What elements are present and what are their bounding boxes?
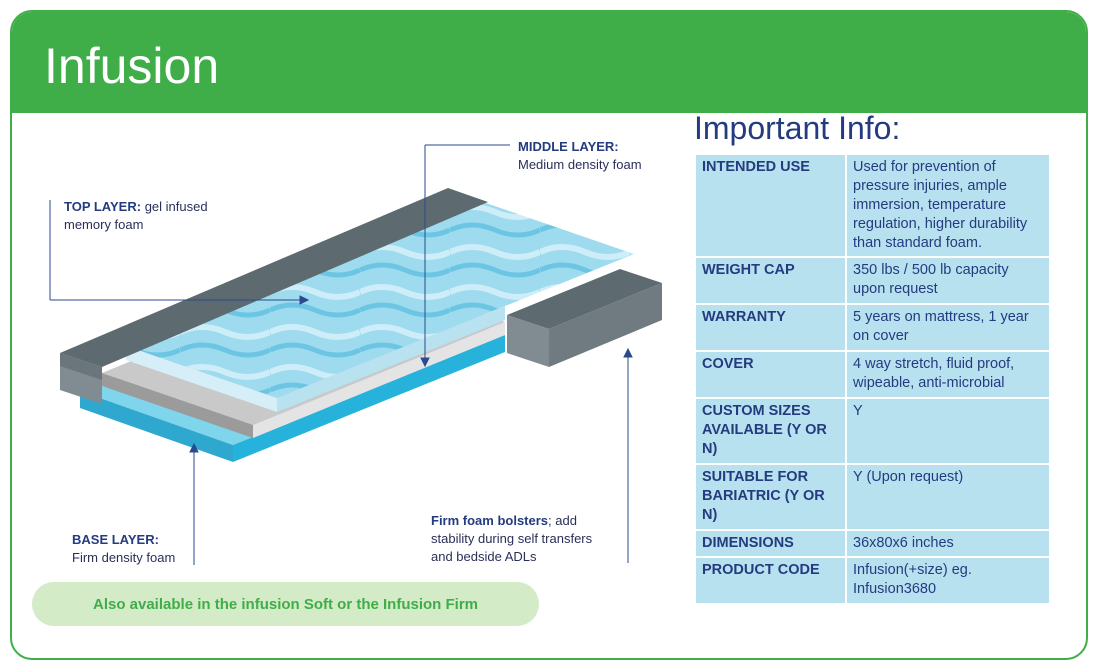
back-bolster-top [60,188,488,367]
left-bolster-side [60,353,102,380]
base-layer-label: BASE LAYER: Firm density foam [72,531,222,567]
base-layer-name: BASE LAYER: [72,532,159,547]
table-row: PRODUCT CODE Infusion(+size) eg. Infusio… [696,558,1049,603]
row-value: 36x80x6 inches [847,531,1049,556]
table-row: INTENDED USE Used for prevention of pres… [696,155,1049,256]
row-value: Infusion(+size) eg. Infusion3680 [847,558,1049,603]
middle-layer-name: MIDDLE LAYER: [518,139,619,154]
row-key: DIMENSIONS [696,531,845,556]
top-layer-label: TOP LAYER: gel infused memory foam [64,198,234,234]
row-key: CUSTOM SIZES AVAILABLE (Y OR N) [696,399,845,463]
row-key: COVER [696,352,845,397]
table-row: SUITABLE FOR BARIATRIC (Y OR N) Y (Upon … [696,465,1049,529]
top-layer-arrow [299,295,310,305]
middle-layer-desc: Medium density foam [518,157,642,172]
bolster-arrow [623,347,633,358]
middle-layer-arrow [420,357,430,368]
row-value: Used for prevention of pressure injuries… [847,155,1049,256]
row-value: 5 years on mattress, 1 year on cover [847,305,1049,350]
header-bar: Infusion [12,12,1086,113]
base-layer-front [80,391,233,462]
info-title: Important Info: [694,110,901,146]
row-key: WEIGHT CAP [696,258,845,303]
table-row: WARRANTY 5 years on mattress, 1 year on … [696,305,1049,350]
row-value: 350 lbs / 500 lb capacity upon request [847,258,1049,303]
row-value: Y (Upon request) [847,465,1049,529]
base-layer-arrow [189,442,199,453]
row-value: Y [847,399,1049,463]
row-key: INTENDED USE [696,155,845,256]
info-table: INTENDED USE Used for prevention of pres… [694,153,1051,605]
bolster-label: Firm foam bolsters; add stability during… [431,512,615,566]
bolster-desc: ; add stability during self transfers an… [431,513,593,564]
top-layer-desc: gel infused memory foam [64,199,208,232]
row-value: 4 way stretch, fluid proof, wipeable, an… [847,352,1049,397]
right-bolster-top [507,269,662,329]
middle-layer-label: MIDDLE LAYER: Medium density foam [518,138,678,174]
bolster-name: Firm foam bolsters [431,513,549,528]
right-bolster-front [507,315,549,367]
top-layer-right [277,306,505,412]
table-row: COVER 4 way stretch, fluid proof, wipeab… [696,352,1049,397]
middle-layer-front [102,373,253,438]
table-row: WEIGHT CAP 350 lbs / 500 lb capacity upo… [696,258,1049,303]
top-layer-name: TOP LAYER: [64,199,142,214]
top-layer-surface [126,202,634,398]
availability-note: Also available in the infusion Soft or t… [32,582,539,626]
row-key: PRODUCT CODE [696,558,845,603]
row-key: WARRANTY [696,305,845,350]
base-layer-right [233,335,505,462]
right-bolster-side [549,283,662,367]
table-row: CUSTOM SIZES AVAILABLE (Y OR N) Y [696,399,1049,463]
product-title: Infusion [44,38,220,94]
base-layer-desc: Firm density foam [72,550,176,565]
row-key: SUITABLE FOR BARIATRIC (Y OR N) [696,465,845,529]
middle-layer-right [253,322,505,438]
top-layer-front [126,346,277,412]
table-row: DIMENSIONS 36x80x6 inches [696,531,1049,556]
